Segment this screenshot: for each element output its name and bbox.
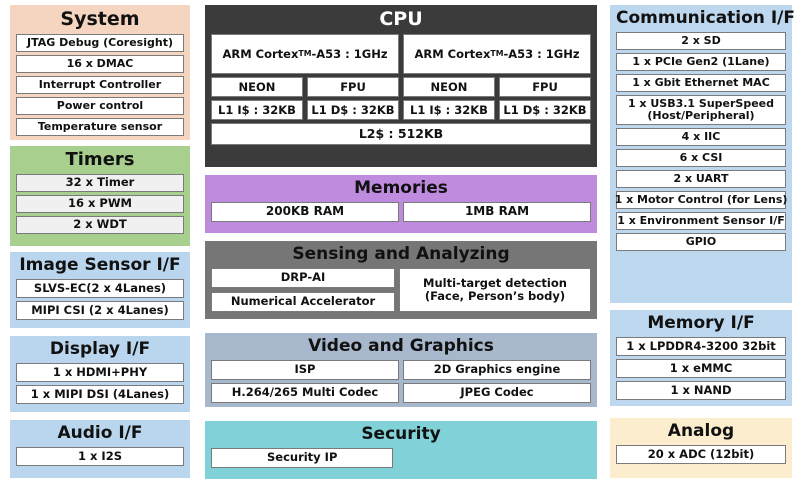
item-uart: 2 x UART <box>616 169 786 188</box>
block-items-security: Security IP <box>211 447 591 474</box>
cpu-unit-neon-0: NEON <box>211 76 303 97</box>
item-adc: 20 x ADC (12bit) <box>616 444 786 464</box>
block-memory-if: Memory I/F 1 x LPDDR4-3200 32bit 1 x eMM… <box>610 310 792 406</box>
item-sd: 2 x SD <box>616 31 786 50</box>
block-title-analog: Analog <box>667 421 735 441</box>
security-row: Security IP <box>211 447 591 468</box>
cpu-core-0-suffix: -A53 : 1GHz <box>311 46 388 61</box>
item-gpio: GPIO <box>616 232 786 251</box>
block-timers: Timers 32 x Timer 16 x PWM 2 x WDT <box>10 146 190 246</box>
block-title-sensing-and-analyzing: Sensing and Analyzing <box>292 244 510 264</box>
cpu-l1-dcache-0: L1 D$ : 32KB <box>307 99 399 120</box>
block-security: Security Security IP <box>205 421 597 479</box>
item-motor-control: 1 x Motor Control (for Lens) <box>615 190 787 209</box>
block-items-system: JTAG Debug (Coresight) 16 x DMAC Interru… <box>16 33 184 136</box>
item-emmc: 1 x eMMC <box>616 358 786 378</box>
block-video-and-graphics: Video and Graphics ISP 2D Graphics engin… <box>205 333 597 407</box>
item-1mb-ram: 1MB RAM <box>403 201 591 222</box>
block-items-memories: 200KB RAM 1MB RAM <box>211 201 591 228</box>
cpu-core-1-label: ARM Cortex <box>414 46 491 61</box>
cpu-l1-icache-1: L1 I$ : 32KB <box>403 99 495 120</box>
item-csi: 6 x CSI <box>616 148 786 167</box>
item-environment-sensor-if: 1 x Environment Sensor I/F <box>616 211 786 230</box>
block-items-video: ISP 2D Graphics engine H.264/265 Multi C… <box>211 359 591 403</box>
item-lpddr4: 1 x LPDDR4-3200 32bit <box>616 336 786 356</box>
item-nand: 1 x NAND <box>616 380 786 400</box>
block-items-audio-if: 1 x I2S <box>16 446 184 473</box>
item-jpeg-codec: JPEG Codec <box>403 382 591 403</box>
item-jtag-debug: JTAG Debug (Coresight) <box>16 33 184 52</box>
cpu-core-1-suffix: -A53 : 1GHz <box>503 46 580 61</box>
item-slvs-ec: SLVS-EC(2 x 4Lanes) <box>16 278 184 298</box>
block-title-memories: Memories <box>354 178 448 198</box>
block-items-image-sensor-if: SLVS-EC(2 x 4Lanes) MIPI CSI (2 x 4Lanes… <box>16 278 184 323</box>
cpu-unit-fpu-1: FPU <box>499 76 591 97</box>
item-interrupt-controller: Interrupt Controller <box>16 75 184 94</box>
block-memories: Memories 200KB RAM 1MB RAM <box>205 175 597 233</box>
block-title-cpu: CPU <box>379 8 423 30</box>
item-mipi-csi: MIPI CSI (2 x 4Lanes) <box>16 300 184 320</box>
block-title-display-if: Display I/F <box>49 339 151 359</box>
block-sensing-and-analyzing: Sensing and Analyzing DRP-AI Numerical A… <box>205 241 597 319</box>
item-i2s: 1 x I2S <box>16 446 184 466</box>
item-iic: 4 x IIC <box>616 127 786 146</box>
item-hdmi-phy: 1 x HDMI+PHY <box>16 362 184 382</box>
item-pcie-gen2: 1 x PCIe Gen2 (1Lane) <box>616 52 786 71</box>
item-2d-graphics-engine: 2D Graphics engine <box>403 359 591 380</box>
block-system: System JTAG Debug (Coresight) 16 x DMAC … <box>10 5 190 140</box>
item-gbit-ethernet-mac: 1 x Gbit Ethernet MAC <box>616 73 786 92</box>
sensing-left-stack: DRP-AI Numerical Accelerator <box>211 267 395 314</box>
block-items-sensing: DRP-AI Numerical Accelerator Multi-targe… <box>211 267 591 314</box>
item-pwm: 16 x PWM <box>16 194 184 213</box>
item-isp: ISP <box>211 359 399 380</box>
cpu-l2-cache: L2$ : 512KB <box>211 122 591 145</box>
item-wdt: 2 x WDT <box>16 215 184 234</box>
item-h264-265-codec: H.264/265 Multi Codec <box>211 382 399 403</box>
item-temperature-sensor: Temperature sensor <box>16 117 184 136</box>
item-mipi-dsi: 1 x MIPI DSI (4Lanes) <box>16 384 184 404</box>
block-items-communication: 2 x SD 1 x PCIe Gen2 (1Lane) 1 x Gbit Et… <box>615 31 787 298</box>
block-title-communication-if: Communication I/F <box>616 8 795 28</box>
video-row-1: ISP 2D Graphics engine <box>211 359 591 380</box>
block-items-timers: 32 x Timer 16 x PWM 2 x WDT <box>16 173 184 241</box>
item-numerical-accelerator: Numerical Accelerator <box>211 291 395 312</box>
cpu-unit-neon-1: NEON <box>403 76 495 97</box>
block-title-system: System <box>60 8 140 30</box>
block-title-timers: Timers <box>65 149 135 170</box>
item-dmac: 16 x DMAC <box>16 54 184 73</box>
cpu-l1-icache-0: L1 I$ : 32KB <box>211 99 303 120</box>
cpu-unit-row: NEON FPU NEON FPU <box>211 76 591 97</box>
block-items-analog: 20 x ADC (12bit) <box>616 444 786 473</box>
item-security-ip: Security IP <box>211 447 394 468</box>
item-timer: 32 x Timer <box>16 173 184 192</box>
item-drp-ai: DRP-AI <box>211 267 395 288</box>
cpu-l1-row: L1 I$ : 32KB L1 D$ : 32KB L1 I$ : 32KB L… <box>211 99 591 120</box>
item-multi-target-detection: Multi-target detection (Face, Person’s b… <box>399 267 591 312</box>
block-display-if: Display I/F 1 x HDMI+PHY 1 x MIPI DSI (4… <box>10 336 190 412</box>
block-image-sensor-if: Image Sensor I/F SLVS-EC(2 x 4Lanes) MIP… <box>10 252 190 328</box>
cpu-unit-fpu-0: FPU <box>307 76 399 97</box>
memories-row: 200KB RAM 1MB RAM <box>211 201 591 222</box>
block-audio-if: Audio I/F 1 x I2S <box>10 420 190 478</box>
cpu-core-0-label: ARM Cortex <box>222 46 299 61</box>
item-usb31-superspeed: 1 x USB3.1 SuperSpeed (Host/Peripheral) <box>616 94 786 125</box>
item-power-control: Power control <box>16 96 184 115</box>
block-items-display-if: 1 x HDMI+PHY 1 x MIPI DSI (4Lanes) <box>16 362 184 407</box>
block-title-video-and-graphics: Video and Graphics <box>308 336 494 356</box>
block-title-security: Security <box>361 424 441 444</box>
block-items-memory-if: 1 x LPDDR4-3200 32bit 1 x eMMC 1 x NAND <box>616 336 786 401</box>
video-row-2: H.264/265 Multi Codec JPEG Codec <box>211 382 591 403</box>
block-communication-if: Communication I/F 2 x SD 1 x PCIe Gen2 (… <box>610 5 795 303</box>
item-200kb-ram: 200KB RAM <box>211 201 399 222</box>
block-title-audio-if: Audio I/F <box>57 423 143 443</box>
block-title-memory-if: Memory I/F <box>647 313 755 333</box>
block-title-image-sensor-if: Image Sensor I/F <box>19 255 181 275</box>
block-analog: Analog 20 x ADC (12bit) <box>610 418 792 478</box>
cpu-l1-dcache-1: L1 D$ : 32KB <box>499 99 591 120</box>
